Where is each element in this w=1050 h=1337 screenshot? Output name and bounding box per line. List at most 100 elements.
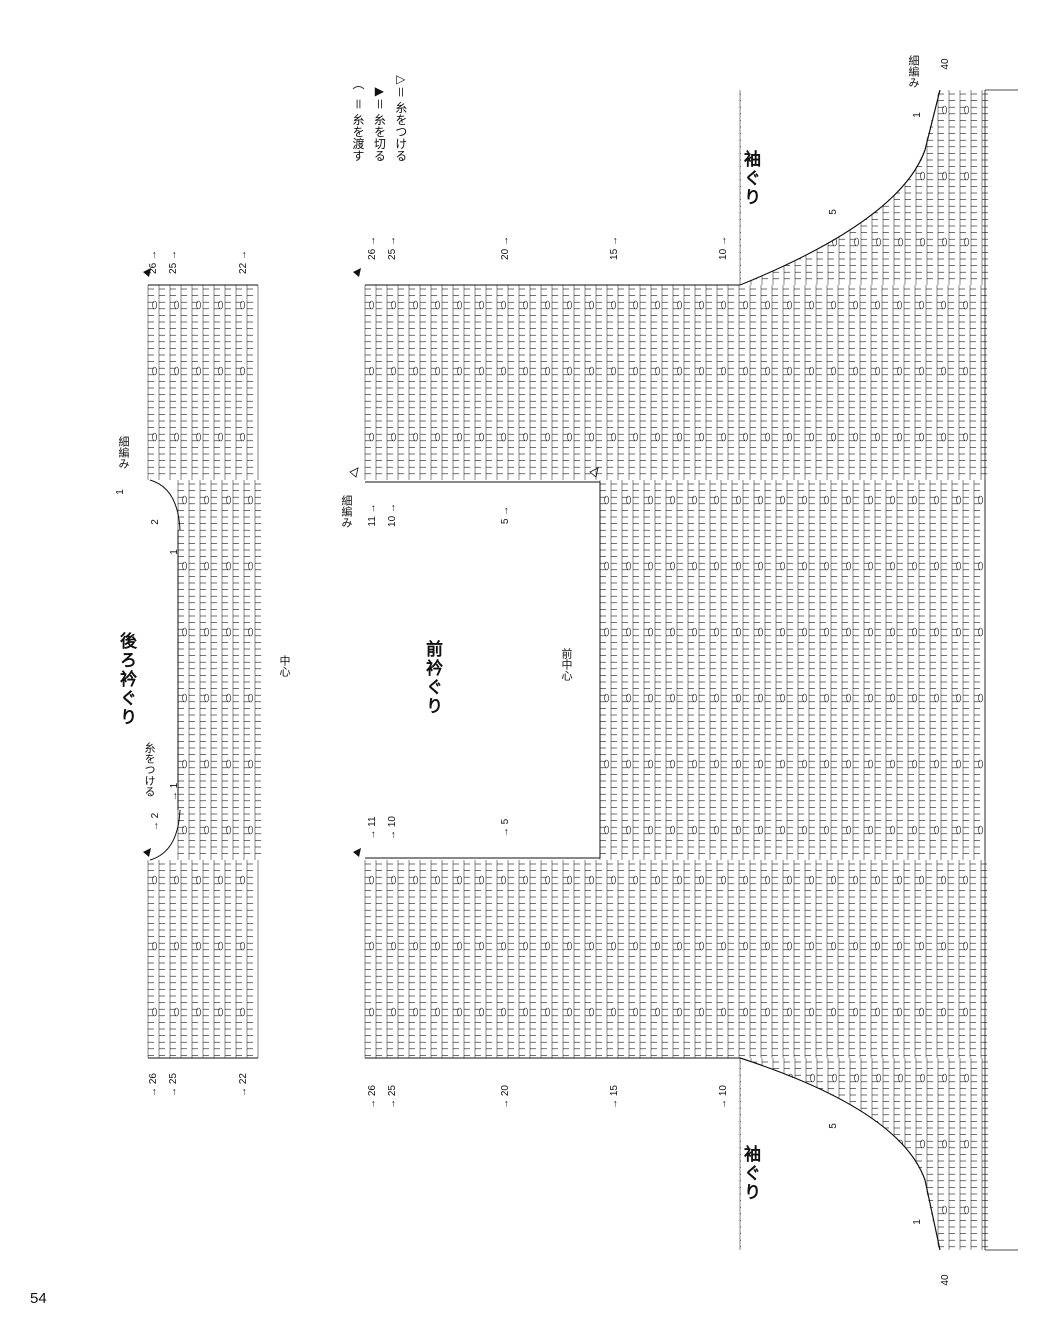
chain-stitch <box>174 941 179 951</box>
chain-stitch <box>413 1007 418 1017</box>
chain-stitch <box>182 693 187 703</box>
chain-stitch <box>413 366 418 376</box>
chain-stitch <box>457 300 462 310</box>
chain-stitch <box>721 941 726 951</box>
chain-stitch <box>743 432 748 442</box>
chain-stitch <box>963 1007 968 1017</box>
chain-stitch <box>875 300 880 310</box>
chain-stitch <box>182 495 187 505</box>
chain-stitch <box>611 941 616 951</box>
chain-stitch <box>226 495 231 505</box>
chain-stitch <box>369 432 374 442</box>
chain-stitch <box>633 941 638 951</box>
chain-stitch <box>226 759 231 769</box>
chain-stitch <box>196 941 201 951</box>
chain-stitch <box>204 825 209 835</box>
chain-stitch <box>457 875 462 885</box>
chain-stitch <box>523 875 528 885</box>
chain-stitch <box>226 627 231 637</box>
chain-stitch <box>218 300 223 310</box>
chain-stitch <box>413 432 418 442</box>
chain-stitch <box>369 875 374 885</box>
chain-stitch <box>677 432 682 442</box>
chain-stitch <box>240 875 245 885</box>
chain-stitch <box>218 941 223 951</box>
chain-stitch <box>479 875 484 885</box>
chain-stitch <box>919 432 924 442</box>
chain-stitch <box>479 432 484 442</box>
chain-stitch <box>831 875 836 885</box>
chain-stitch <box>545 941 550 951</box>
chain-stitch <box>240 1007 245 1017</box>
chain-stitch <box>589 941 594 951</box>
chain-stitch <box>897 366 902 376</box>
chain-stitch <box>897 875 902 885</box>
chain-stitch <box>765 300 770 310</box>
chain-stitch <box>589 875 594 885</box>
chain-stitch <box>655 1007 660 1017</box>
chain-stitch <box>831 300 836 310</box>
chain-stitch <box>721 300 726 310</box>
chain-stitch <box>435 432 440 442</box>
chain-stitch <box>809 366 814 376</box>
chain-stitch <box>611 1007 616 1017</box>
chain-stitch <box>435 875 440 885</box>
chain-stitch <box>523 300 528 310</box>
chain-stitch <box>721 432 726 442</box>
chain-stitch <box>655 432 660 442</box>
chain-stitch <box>941 1007 946 1017</box>
chain-stitch <box>875 875 880 885</box>
chain-stitch <box>743 1007 748 1017</box>
chain-stitch <box>369 366 374 376</box>
chain-stitch <box>919 300 924 310</box>
chain-stitch <box>457 366 462 376</box>
chain-stitch <box>589 1007 594 1017</box>
chain-stitch <box>743 300 748 310</box>
chain-stitch <box>853 300 858 310</box>
chain-stitch <box>611 366 616 376</box>
chain-stitch <box>699 1007 704 1017</box>
chain-stitch <box>765 1007 770 1017</box>
chain-stitch <box>677 366 682 376</box>
chain-stitch <box>248 693 253 703</box>
chain-stitch <box>787 432 792 442</box>
chain-stitch <box>152 432 157 442</box>
chain-stitch <box>369 1007 374 1017</box>
chain-stitch <box>174 366 179 376</box>
chain-stitch <box>196 366 201 376</box>
chain-stitch <box>853 1007 858 1017</box>
chain-stitch <box>677 875 682 885</box>
chain-stitch <box>369 300 374 310</box>
chain-stitch <box>611 875 616 885</box>
chain-stitch <box>567 875 572 885</box>
chain-stitch <box>523 1007 528 1017</box>
chain-stitch <box>875 366 880 376</box>
chain-stitch <box>501 432 506 442</box>
chain-stitch <box>196 432 201 442</box>
chain-stitch <box>699 366 704 376</box>
chain-stitch <box>248 495 253 505</box>
chain-stitch <box>204 627 209 637</box>
chain-stitch <box>545 1007 550 1017</box>
chain-stitch <box>457 432 462 442</box>
chain-stitch <box>875 1007 880 1017</box>
chain-stitch <box>391 941 396 951</box>
chain-stitch <box>567 1007 572 1017</box>
chain-stitch <box>589 300 594 310</box>
chain-stitch <box>152 366 157 376</box>
chain-stitch <box>677 1007 682 1017</box>
chain-stitch <box>435 366 440 376</box>
chain-stitch <box>655 941 660 951</box>
chain-stitch <box>457 1007 462 1017</box>
chain-stitch <box>941 366 946 376</box>
chain-stitch <box>240 432 245 442</box>
chain-stitch <box>501 1007 506 1017</box>
chain-stitch <box>941 875 946 885</box>
chain-stitch <box>831 432 836 442</box>
back-neckline-chart <box>147 284 262 1059</box>
chain-stitch <box>567 300 572 310</box>
chain-stitch <box>479 941 484 951</box>
chain-stitch <box>174 1007 179 1017</box>
chain-stitch <box>240 300 245 310</box>
